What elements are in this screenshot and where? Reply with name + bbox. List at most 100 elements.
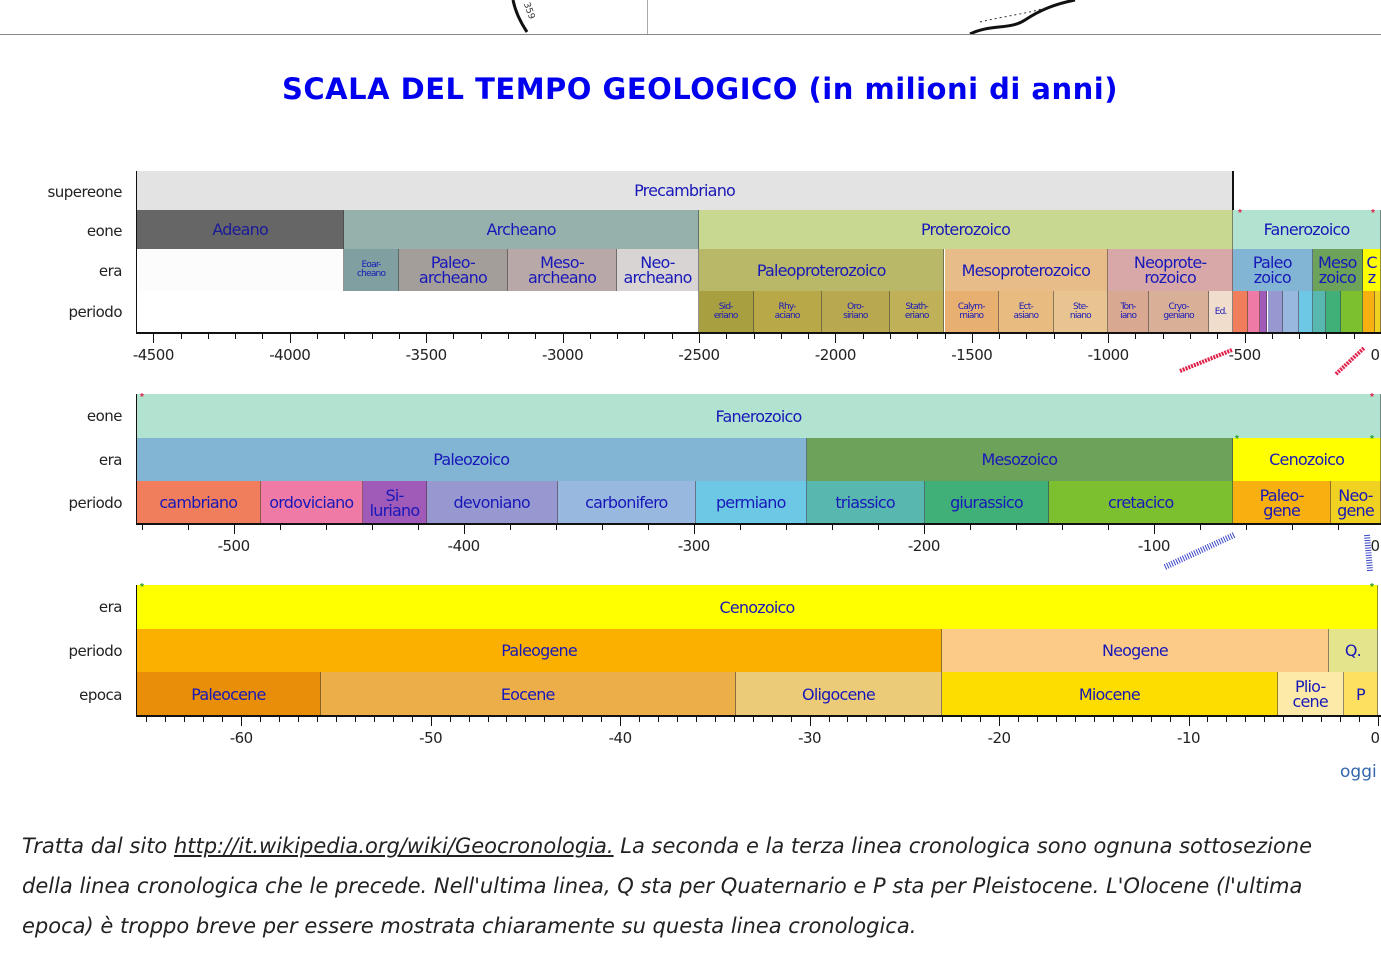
- periodo-band-cambriano: cambriano: [137, 481, 261, 524]
- axis-major-tick: [698, 334, 700, 343]
- periodo-band-devoniano: devoniano: [426, 481, 558, 524]
- axis-tick-label: 0: [1370, 537, 1380, 555]
- epoca-band-paleocene: Paleocene: [137, 672, 321, 716]
- axis-tick-label: -30: [798, 729, 822, 747]
- axis-left-edge: [136, 171, 137, 334]
- axis-minor-tick: [411, 717, 413, 722]
- axis-minor-tick: [780, 334, 782, 339]
- axis-major-tick: [1153, 525, 1155, 534]
- axis-minor-tick: [808, 334, 810, 339]
- axis-tick-label: -2500: [678, 346, 720, 364]
- precambrian-boundary-line: [1232, 171, 1235, 210]
- axis-tick-label: -1000: [1087, 346, 1130, 364]
- axis-minor-tick: [373, 717, 375, 722]
- periodo-band-blank: [1374, 291, 1381, 333]
- row-label-era: era: [98, 451, 123, 469]
- eone-band-adeano: Adeano: [137, 210, 345, 249]
- periodo-band-stath-eriano: Stath- eriano: [889, 291, 945, 333]
- periodo-band-paleo-gene: Paleo- gene: [1233, 481, 1332, 524]
- era-band-paleoproterozoico: Paleoproterozoico: [698, 249, 945, 291]
- axis-major-tick: [923, 525, 925, 534]
- era-band-neo-archeano: Neo- archeano: [617, 249, 699, 291]
- axis-minor-tick: [508, 334, 510, 339]
- axis-minor-tick: [658, 717, 660, 722]
- axis-baseline: [137, 715, 1381, 717]
- marker-green: *: [140, 582, 144, 593]
- periodo-band-triassico: triassico: [806, 481, 925, 524]
- axis-minor-tick: [222, 717, 224, 722]
- axis-minor-tick: [453, 334, 455, 339]
- axis-minor-tick: [999, 334, 1001, 339]
- periodo-band-sid-eriano: Sid- eriano: [698, 291, 754, 333]
- axis-minor-tick: [1245, 525, 1247, 530]
- axis-minor-tick: [1018, 717, 1019, 722]
- epoca-band-p: P: [1343, 672, 1378, 716]
- axis-minor-tick: [1112, 717, 1114, 722]
- caption-prefix: Tratta dal sito: [22, 834, 174, 858]
- era-band-blank: [137, 249, 345, 291]
- periodo-band-blank: [1363, 291, 1375, 333]
- axis-minor-tick: [866, 717, 868, 722]
- page-title: SCALA DEL TEMPO GEOLOGICO (in milioni di…: [282, 72, 1118, 106]
- periodo-band-blank: [1326, 291, 1342, 333]
- periodo-band-giurassico: giurassico: [924, 481, 1050, 524]
- axis-minor-tick: [676, 717, 678, 722]
- axis-minor-tick: [371, 525, 373, 530]
- axis-major-tick: [971, 334, 973, 343]
- axis-minor-tick: [480, 334, 482, 339]
- axis-minor-tick: [1036, 717, 1038, 722]
- epoca-band-oligocene: Oligocene: [735, 672, 943, 716]
- axis-minor-tick: [1283, 717, 1285, 722]
- axis-minor-tick: [165, 717, 167, 722]
- axis-minor-tick: [506, 717, 508, 722]
- axis-major-tick: [620, 717, 622, 726]
- source-link[interactable]: http://it.wikipedia.org/wiki/Geocronolog…: [173, 834, 614, 858]
- axis-minor-tick: [468, 717, 470, 722]
- caption-line1-rest: La seconda e la terza linea cronologica …: [613, 834, 1313, 858]
- epoca-band-plio-cene: Plio- cene: [1277, 672, 1344, 716]
- era-band-meso-zoico: Meso zoico: [1312, 249, 1364, 291]
- axis-minor-tick: [942, 717, 944, 722]
- periodo-band-ordoviciano: ordoviciano: [260, 481, 364, 524]
- axis-tick-label: -500: [217, 537, 251, 555]
- eone-band-archeano: Archeano: [344, 210, 699, 249]
- axis-minor-tick: [316, 717, 318, 722]
- row-label-eone: eone: [86, 222, 123, 240]
- axis-tick-label: -3000: [542, 346, 584, 364]
- axis-tick-label: -300: [677, 537, 711, 555]
- axis-tick-label: -10: [1177, 729, 1201, 747]
- row-label-epoca: epoca: [79, 686, 122, 704]
- periodo-band-ste-niano: Ste- niano: [1053, 291, 1109, 333]
- link-hatch-red: [1179, 346, 1366, 376]
- era-band-paleozoico: Paleozoico: [137, 438, 807, 481]
- axis-minor-tick: [1199, 525, 1201, 530]
- periodo-band-neogene: Neogene: [942, 629, 1329, 672]
- axis-minor-tick: [1190, 334, 1192, 339]
- eone-band-proterozoico: Proterozoico: [698, 210, 1234, 249]
- axis-minor-tick: [771, 717, 773, 722]
- periodo-band-blank: [1312, 291, 1327, 333]
- axis-minor-tick: [1061, 525, 1063, 530]
- axis-minor-tick: [555, 525, 557, 530]
- axis-minor-tick: [1055, 717, 1057, 722]
- axis-baseline: [137, 523, 1381, 525]
- axis-minor-tick: [1340, 717, 1342, 722]
- periodo-band-ton-iano: Ton- iano: [1108, 291, 1150, 333]
- periodo-band-blank: [1283, 291, 1300, 333]
- axis-minor-tick: [980, 717, 982, 722]
- axis-minor-tick: [885, 717, 887, 722]
- periodo-band-blank: [1341, 291, 1364, 333]
- axis-minor-tick: [739, 525, 741, 530]
- axis-minor-tick: [1026, 334, 1028, 339]
- axis-minor-tick: [203, 717, 205, 722]
- axis-minor-tick: [1015, 525, 1017, 530]
- axis-baseline: [137, 332, 1381, 334]
- axis-major-tick: [430, 717, 432, 726]
- axis-left-edge: [136, 585, 137, 717]
- periodo-band-carbonifero: carbonifero: [557, 481, 697, 524]
- axis-minor-tick: [671, 334, 673, 339]
- axis-minor-tick: [260, 717, 262, 722]
- axis-minor-tick: [487, 717, 489, 722]
- axis-major-tick: [426, 334, 428, 343]
- axis-minor-tick: [449, 717, 451, 722]
